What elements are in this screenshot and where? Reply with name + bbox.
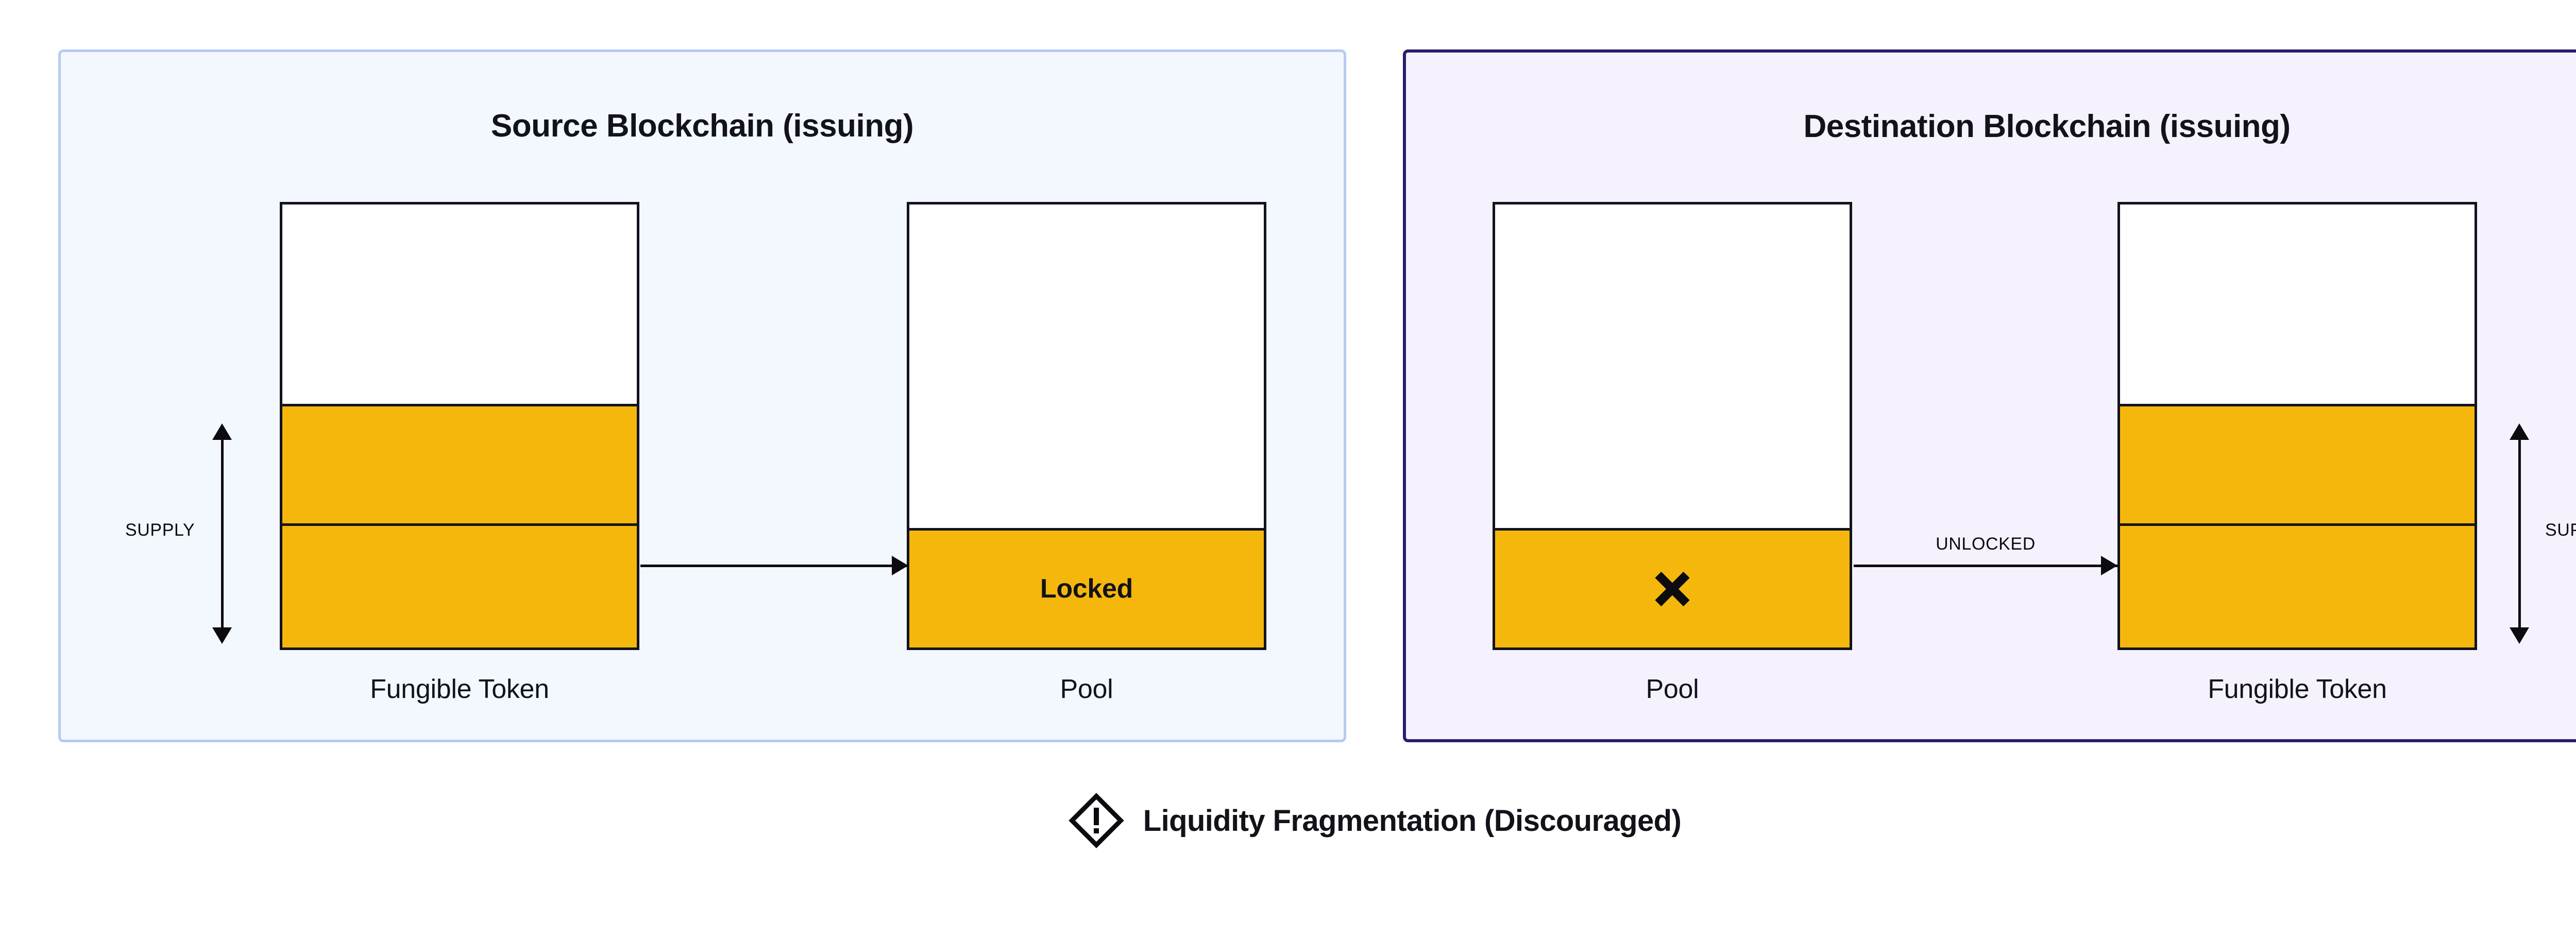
supply-double-arrow-destination <box>2508 423 2531 644</box>
diagram-caption: Liquidity Fragmentation (Discouraged) <box>1143 804 1682 838</box>
bar-group-source-fungible-token: Fungible Token <box>280 202 639 704</box>
diagram-footer: Liquidity Fragmentation (Discouraged) <box>0 792 2576 849</box>
arrow-head-right-icon <box>892 556 908 575</box>
x-mark-icon <box>1652 569 1692 609</box>
arrow-head-up-icon <box>212 423 232 440</box>
bar-group-destination-pool: Pool <box>1493 202 1852 704</box>
bar-segment-empty <box>909 204 1264 528</box>
exclamation-bar <box>1093 808 1099 825</box>
unlock-flow-arrow: UNLOCKED <box>1854 534 2117 576</box>
bar-caption: Fungible Token <box>2208 674 2387 704</box>
supply-double-arrow-source <box>211 423 233 644</box>
bar-segment-empty <box>1495 204 1850 528</box>
arrow-shaft <box>221 439 224 628</box>
bar-caption: Fungible Token <box>370 674 549 704</box>
arrow-head-down-icon <box>2510 627 2529 644</box>
bar-segment-empty <box>2120 204 2475 404</box>
arrow-shaft <box>640 565 908 567</box>
bar-segment-locked: Locked <box>909 527 1264 647</box>
bar-segment-unlocked <box>1495 527 1850 647</box>
arrow-shaft <box>1854 565 2117 567</box>
bar-group-source-pool: Locked Pool <box>907 202 1266 704</box>
stacked-bar: Locked <box>907 202 1266 650</box>
bar-segment-filled <box>282 523 637 647</box>
supply-label-destination: SUPPLY <box>2545 520 2576 540</box>
supply-label-source: SUPPLY <box>125 520 195 540</box>
bar-segment-filled <box>282 404 637 524</box>
locked-label: Locked <box>1040 574 1133 604</box>
arrow-shaft <box>2518 439 2521 628</box>
bar-segment-empty <box>282 204 637 404</box>
bar-caption: Pool <box>1646 674 1699 704</box>
stacked-bar <box>280 202 639 650</box>
exclamation-dot <box>1093 828 1099 833</box>
bar-caption: Pool <box>1060 674 1113 704</box>
arrow-head-right-icon <box>2101 556 2117 575</box>
source-panel-title: Source Blockchain (issuing) <box>490 108 914 144</box>
bar-group-destination-fungible-token: Fungible Token <box>2117 202 2477 704</box>
stacked-bar <box>2117 202 2477 650</box>
arrow-head-down-icon <box>212 627 232 644</box>
bar-segment-filled <box>2120 404 2475 524</box>
bar-segment-filled <box>2120 523 2475 647</box>
lock-flow-arrow <box>640 555 908 576</box>
unlock-flow-arrow-label: UNLOCKED <box>1936 534 2036 554</box>
stacked-bar <box>1493 202 1852 650</box>
warning-diamond-icon <box>1068 792 1125 849</box>
destination-panel-title: Destination Blockchain (issuing) <box>1803 109 2291 144</box>
arrow-head-up-icon <box>2510 423 2529 440</box>
